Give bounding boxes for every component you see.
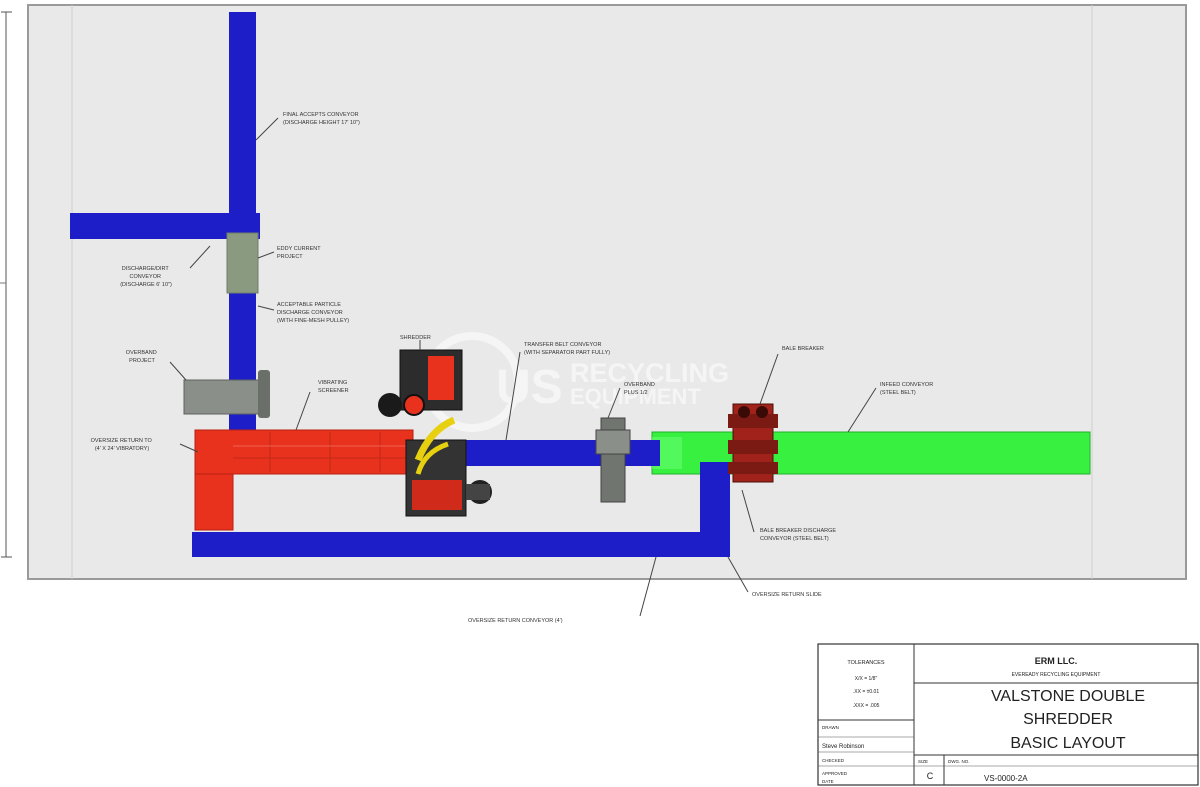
company-sub: EVEREADY RECYCLING EQUIPMENT: [1012, 672, 1101, 678]
dwg-number: VS-0000-2A: [984, 774, 1028, 783]
label-acceptable-particle: ACCEPTABLE PARTICLE DISCHARGE CONVEYOR (…: [277, 302, 349, 324]
label-bale-breaker: BALE BREAKER: [782, 346, 824, 352]
size-value: C: [927, 771, 934, 781]
oversize-return-conveyor: [192, 532, 730, 557]
oversize-return-slide: [700, 462, 730, 557]
date-label: DATE: [822, 779, 834, 784]
overband-magnet-right: [595, 417, 631, 503]
size-label: SIZE: [918, 759, 928, 764]
label-oversize-return-slide: OVERSIZE RETURN SLIDE: [752, 592, 822, 598]
bale-breaker: [728, 403, 778, 483]
drawn-by: Steve Robinson: [822, 744, 864, 750]
tolerance-1: X/X = 1/8": [855, 676, 878, 682]
label-final-accepts: FINAL ACCEPTS CONVEYOR (DISCHARGE HEIGHT…: [283, 112, 360, 126]
leader-lines: [169, 117, 877, 617]
tolerance-2: .XX = ±0.01: [853, 689, 879, 695]
eddy-current-unit: [226, 232, 259, 294]
drawing-title-line-2: SHREDDER: [1023, 711, 1113, 728]
label-overband: OVERBAND PROJECT: [126, 350, 158, 364]
label-discharge-conveyor: DISCHARGE/DIRT CONVEYOR (DISCHARGE 6' 10…: [120, 266, 172, 288]
vibrating-screener: [194, 429, 414, 531]
label-overband-magnet: OVERBAND PLUS 1/2: [624, 382, 656, 396]
label-shredder: SHREDDER: [400, 335, 431, 341]
label-vibrating-screener: VIBRATING SCREENER: [318, 380, 349, 394]
title-block: TOLERANCES X/X = 1/8" .XX = ±0.01 .XXX =…: [817, 643, 1199, 786]
watermark-text-top: RECYCLING: [570, 358, 729, 388]
drawn-label: DRAWN: [822, 725, 839, 730]
label-oversize-return-conveyor: OVERSIZE RETURN CONVEYOR (4'): [468, 618, 563, 624]
company-name: ERM LLC.: [1035, 656, 1078, 666]
overband-magnet-left: [183, 370, 270, 418]
tolerance-3: .XXX = .005: [853, 703, 880, 709]
approved-label: APPROVED: [822, 771, 848, 776]
label-eddy-current: EDDY CURRENT PROJECT: [277, 246, 322, 260]
label-bale-breaker-discharge: BALE BREAKER DISCHARGE CONVEYOR (STEEL B…: [760, 528, 838, 542]
checked-label: CHECKED: [822, 758, 845, 763]
drawing-title-line-3: BASIC LAYOUT: [1010, 735, 1126, 752]
vertical-dimension-line: [0, 11, 12, 558]
callout-labels: FINAL ACCEPTS CONVEYOR (DISCHARGE HEIGHT…: [91, 112, 935, 624]
drawing-title-line-1: VALSTONE DOUBLE: [991, 688, 1145, 705]
shredder-machine: [378, 349, 492, 517]
tolerances-title: TOLERANCES: [847, 660, 885, 666]
label-transfer-belt: TRANSFER BELT CONVEYOR (WITH SEPARATOR P…: [524, 342, 610, 356]
label-oversize-return: OVERSIZE RETURN TO (4' X 24' VIBRATORY): [91, 438, 154, 452]
vibrating-screener-body: [194, 429, 414, 475]
watermark-initials: US: [496, 361, 563, 414]
watermark-text-bottom: EQUIPMENT: [570, 384, 701, 409]
label-infeed-conveyor: INFEED CONVEYOR (STEEL BELT): [880, 382, 935, 396]
watermark: US RECYCLING EQUIPMENT: [422, 332, 729, 432]
dwg-label: DWG. NO.: [948, 759, 970, 764]
